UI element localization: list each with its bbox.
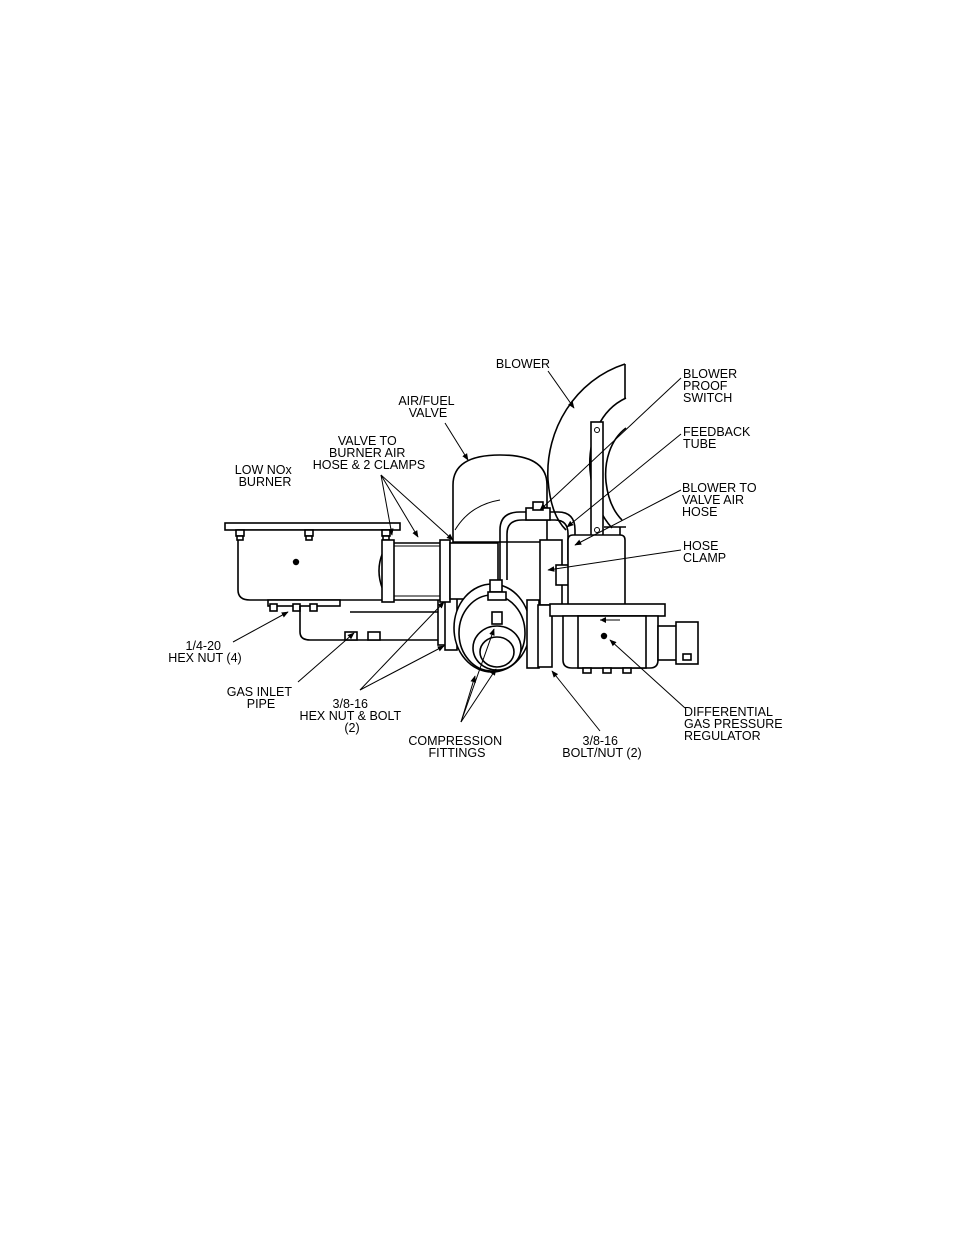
label-hex-nut-1-4-20: 1/4-20 HEX NUT (4): [168, 639, 241, 665]
label-blower: BLOWER: [496, 357, 550, 371]
label-hose-clamp: HOSE CLAMP: [683, 539, 726, 565]
low-nox-burner-drawing: [225, 523, 400, 611]
label-low-nox-burner: LOW NOx BURNER: [235, 463, 295, 489]
label-blower-to-valve-air-hose: BLOWER TO VALVE AIR HOSE: [682, 481, 760, 519]
label-air-fuel-valve: AIR/FUEL VALVE: [398, 394, 457, 420]
label-hex-nut-bolt-3-8-16: 3/8-16 HEX NUT & BOLT (2): [300, 697, 405, 735]
label-feedback-tube: FEEDBACK TUBE: [683, 425, 754, 451]
label-valve-to-burner-air-hose: VALVE TO BURNER AIR HOSE & 2 CLAMPS: [313, 434, 426, 472]
label-bolt-nut-3-8-16: 3/8-16 BOLT/NUT (2): [562, 734, 641, 760]
label-compression-fittings: COMPRESSION FITTINGS: [408, 734, 505, 760]
label-gas-inlet-pipe: GAS INLET PIPE: [227, 685, 296, 711]
label-differential-gas-pressure-regulator: DIFFERENTIAL GAS PRESSURE REGULATOR: [684, 705, 786, 743]
label-blower-proof-switch: BLOWER PROOF SWITCH: [683, 367, 741, 405]
